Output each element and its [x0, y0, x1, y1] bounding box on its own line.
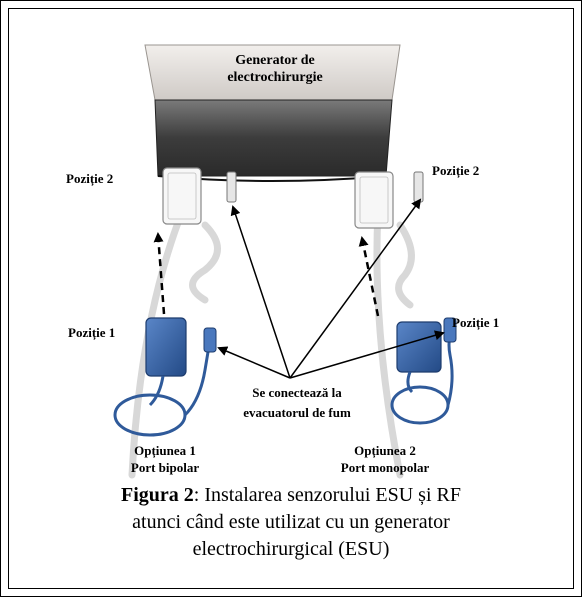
generator-unit — [144, 44, 401, 182]
caption-text-line1: : Instalarea senzorului ESU și RF — [193, 484, 461, 506]
option2-label: Opțiunea 2 Port monopolar — [330, 442, 440, 476]
connect-label-line1: Se conectează la — [252, 385, 342, 400]
caption-line3: electrochirurgical (ESU) — [192, 538, 390, 560]
option1-label-line1: Opțiunea 1 — [134, 443, 196, 458]
position1-right-label: Poziție 1 — [452, 315, 500, 330]
option2-label-line1: Opțiunea 2 — [354, 443, 416, 458]
blue-sensor-left — [113, 317, 217, 437]
generator-label: Generator de electrochirurgie — [205, 52, 345, 86]
caption-line2: atunci când este utilizat cu un generato… — [132, 511, 450, 533]
blue-sensor-right — [390, 317, 457, 425]
connect-arrows — [217, 198, 445, 379]
position2-left-label: Poziție 2 — [66, 171, 114, 186]
connect-label: Se conectează la evacuatorul de fum — [222, 384, 372, 421]
figure-border — [8, 8, 574, 589]
caption-line1: Figura 2: Instalarea senzorului ESU și R… — [20, 482, 562, 509]
dashed-move-arrows — [153, 232, 380, 317]
generator-label-line2: electrochirurgie — [227, 70, 323, 85]
option2-label-line2: Port monopolar — [340, 460, 430, 475]
connect-label-line2: evacuatorul de fum — [243, 405, 351, 420]
sensor-box-left-pos2 — [162, 167, 202, 225]
position2-right-label: Poziție 2 — [432, 163, 480, 178]
figure-number: Figura 2 — [121, 484, 194, 506]
generator-label-line1: Generator de — [235, 53, 315, 68]
plug-connectors-top — [226, 171, 424, 203]
option1-label: Opțiunea 1 Port bipolar — [120, 442, 210, 476]
position1-left-label: Poziție 1 — [68, 325, 116, 340]
option1-label-line2: Port bipolar — [130, 460, 200, 475]
figure-caption: Figura 2: Instalarea senzorului ESU și R… — [20, 482, 562, 563]
sensor-box-right-pos2 — [354, 171, 394, 229]
